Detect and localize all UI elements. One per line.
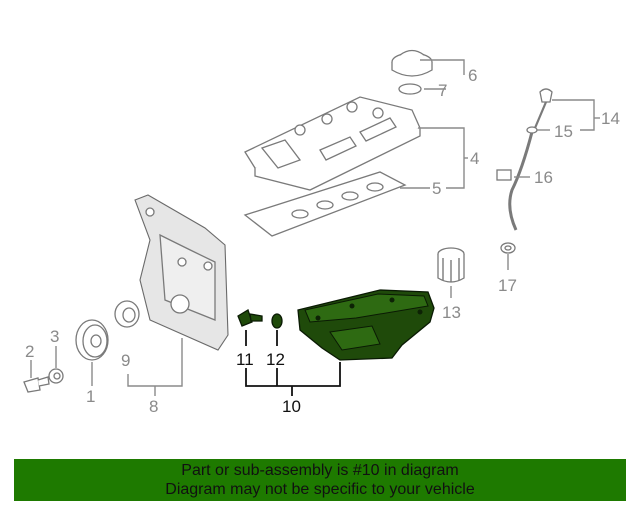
callout-17: 17 (498, 276, 517, 295)
dipstick-tube-seal[interactable] (500, 242, 516, 254)
callout-7: 7 (438, 81, 447, 100)
front-crankshaft-seal[interactable] (114, 300, 140, 328)
valve-cover[interactable] (244, 96, 421, 191)
oil-pan[interactable] (297, 289, 435, 361)
banner-line-1: Part or sub-assembly is #10 in diagram (181, 462, 459, 479)
callout-15: 15 (554, 122, 573, 141)
oil-filler-cap[interactable] (391, 49, 433, 77)
callout-6: 6 (468, 66, 477, 85)
callout-1: 1 (86, 387, 95, 406)
timing-cover[interactable] (134, 194, 229, 351)
banner-line-2: Diagram may not be specific to your vehi… (165, 481, 475, 498)
callout-12: 12 (266, 350, 285, 369)
part-info-banner: Part or sub-assembly is #10 in diagram D… (14, 459, 626, 501)
filler-cap-gasket[interactable] (398, 83, 422, 95)
callout-2: 2 (25, 342, 34, 361)
crankshaft-pulley[interactable] (75, 319, 109, 361)
drain-plug-gasket[interactable] (271, 313, 283, 329)
callout-14: 14 (601, 109, 620, 128)
callout-8: 8 (149, 397, 158, 416)
dipstick-tube[interactable] (496, 131, 534, 231)
callout-9: 9 (121, 351, 130, 370)
oil-drain-plug[interactable] (237, 309, 263, 327)
callout-13: 13 (442, 303, 461, 322)
pulley-washer[interactable] (48, 368, 64, 384)
callout-10: 10 (282, 397, 301, 416)
valve-cover-gasket[interactable] (243, 171, 407, 237)
oil-filter[interactable] (437, 247, 465, 283)
dipstick-tube-o-ring[interactable] (526, 126, 538, 134)
pulley-bolt[interactable] (23, 376, 50, 393)
callout-16: 16 (534, 168, 553, 187)
callout-4: 4 (470, 149, 479, 168)
callout-11: 11 (236, 350, 254, 369)
callout-5: 5 (432, 179, 441, 198)
callout-3: 3 (50, 327, 59, 346)
dipstick[interactable] (533, 88, 553, 129)
